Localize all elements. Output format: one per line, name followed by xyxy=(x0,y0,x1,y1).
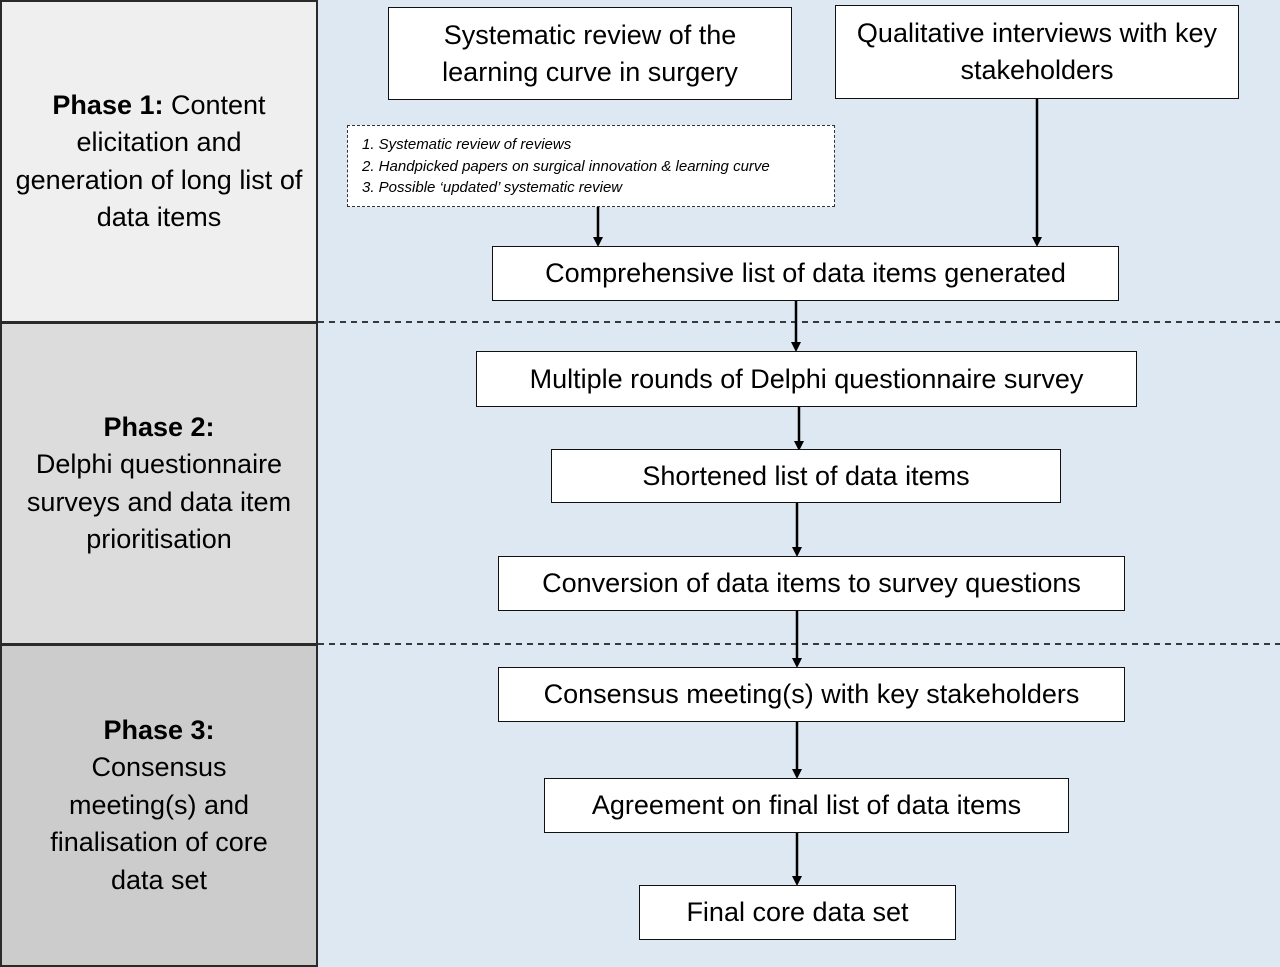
shortened-list-box: Shortened list of data items xyxy=(551,449,1061,503)
consensus-meeting-label: Consensus meeting(s) with key stakeholde… xyxy=(543,679,1080,709)
phase-2-title: Phase 2: xyxy=(103,411,215,442)
phase-2-panel: Phase 2: Delphi questionnaire surveys an… xyxy=(0,322,318,645)
phase-1-title: Phase 1: xyxy=(52,89,164,120)
phase-2-description: Delphi questionnaire surveys and data it… xyxy=(26,449,292,554)
comprehensive-list-box: Comprehensive list of data items generat… xyxy=(492,246,1119,301)
note-item: 1. Systematic review of reviews xyxy=(362,136,572,153)
systematic-review-label: Systematic review of the learning curve … xyxy=(442,19,738,87)
agreement-box: Agreement on final list of data items xyxy=(544,778,1069,833)
consensus-meeting-box: Consensus meeting(s) with key stakeholde… xyxy=(498,667,1125,722)
systematic-review-box: Systematic review of the learning curve … xyxy=(388,7,792,100)
final-core-data-set-label: Final core data set xyxy=(686,897,909,927)
final-core-data-set-box: Final core data set xyxy=(639,885,956,940)
qualitative-interviews-box: Qualitative interviews with key stakehol… xyxy=(835,5,1239,99)
agreement-label: Agreement on final list of data items xyxy=(591,790,1022,820)
phase-3-panel: Phase 3: Consensus meeting(s) and finali… xyxy=(0,644,318,967)
qualitative-interviews-label: Qualitative interviews with key stakehol… xyxy=(856,18,1218,85)
conversion-label: Conversion of data items to survey quest… xyxy=(542,568,1081,598)
phase-1-panel: Phase 1: Content elicitation and generat… xyxy=(0,0,318,323)
phase-3-title: Phase 3: xyxy=(103,714,215,745)
note-item: 3. Possible ‘updated’ systematic review xyxy=(362,179,623,196)
delphi-rounds-box: Multiple rounds of Delphi questionnaire … xyxy=(476,351,1137,407)
conversion-box: Conversion of data items to survey quest… xyxy=(498,556,1125,611)
delphi-rounds-label: Multiple rounds of Delphi questionnaire … xyxy=(529,363,1084,394)
phase-1-description: Content elicitation and generation of lo… xyxy=(15,89,303,233)
phase-3-description: Consensus meeting(s) and finalisation of… xyxy=(50,752,268,895)
note-item: 2. Handpicked papers on surgical innovat… xyxy=(362,157,770,175)
review-notes-box: 1. Systematic review of reviews 2. Handp… xyxy=(347,125,835,207)
comprehensive-list-label: Comprehensive list of data items generat… xyxy=(545,258,1066,288)
shortened-list-label: Shortened list of data items xyxy=(642,460,970,491)
